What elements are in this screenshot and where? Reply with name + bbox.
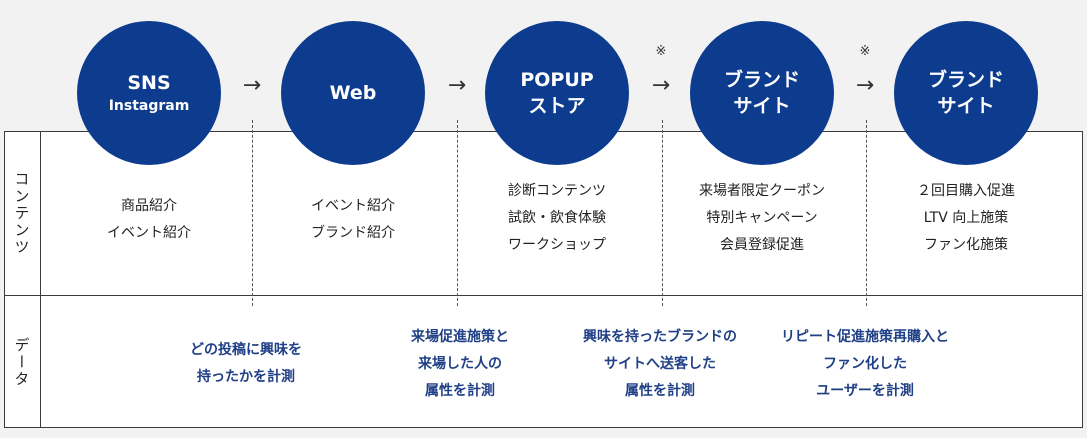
stage-divider	[662, 120, 663, 306]
node-brand-site-1: ブランド サイト	[690, 21, 834, 165]
data-cell-4: リピート促進施策再購入と ファン化した ユーザーを計測	[760, 324, 970, 405]
node-popup-store: POPUP ストア	[485, 21, 629, 165]
label-column-separator	[40, 131, 41, 428]
data-line: ファン化した	[823, 356, 907, 372]
data-line: 属性を計測	[625, 383, 695, 399]
content-line: イベント紹介	[107, 225, 191, 241]
content-line: 商品紹介	[121, 198, 177, 214]
arrow-right-icon: →	[447, 73, 467, 98]
content-line: イベント紹介	[311, 198, 395, 214]
arrow-right-icon: →	[651, 73, 671, 98]
content-cell-web: イベント紹介 ブランド紹介	[258, 193, 448, 247]
content-line: 診断コンテンツ	[508, 183, 606, 199]
note-mark: ※	[655, 44, 667, 59]
content-line: ２回目購入促進	[917, 183, 1015, 199]
data-line: 来場した人の	[418, 356, 502, 372]
arrow-right-icon: →	[855, 73, 875, 98]
row-separator	[4, 295, 1083, 296]
node-title: ブランド	[927, 69, 1004, 91]
arrow-right-icon: →	[242, 73, 262, 98]
content-line: LTV 向上施策	[923, 210, 1009, 226]
content-line: ブランド紹介	[311, 225, 395, 241]
node-subtitle: サイト	[733, 95, 791, 117]
content-cell-brand-1: 来場者限定クーポン 特別キャンペーン 会員登録促進	[667, 178, 857, 259]
content-cell-popup: 診断コンテンツ 試飲・飲食体験 ワークショップ	[462, 178, 652, 259]
node-web: Web	[281, 21, 425, 165]
data-cell-3: 興味を持ったブランドの サイトへ送客した 属性を計測	[560, 324, 760, 405]
data-cell-2: 来場促進施策と 来場した人の 属性を計測	[365, 324, 555, 405]
stage-divider	[252, 120, 253, 306]
content-line: ファン化施策	[924, 237, 1008, 253]
stage-divider	[457, 120, 458, 306]
content-line: ワークショップ	[508, 237, 606, 253]
note-mark: ※	[859, 44, 871, 59]
data-line: どの投稿に興味を	[190, 342, 302, 358]
data-line: 属性を計測	[425, 383, 495, 399]
data-line: サイトへ送客した	[604, 356, 716, 372]
node-subtitle: サイト	[937, 95, 995, 117]
row-label-data: データ	[12, 336, 31, 388]
node-sns: SNS Instagram	[77, 21, 221, 165]
stage-divider	[866, 120, 867, 306]
data-line: 持ったかを計測	[197, 369, 295, 385]
node-title: ブランド	[723, 69, 800, 91]
node-brand-site-2: ブランド サイト	[894, 21, 1038, 165]
node-subtitle: ストア	[528, 95, 586, 117]
table-frame	[4, 131, 1083, 428]
data-line: ユーザーを計測	[816, 383, 914, 399]
data-line: リピート促進施策再購入と	[781, 329, 949, 345]
node-title: SNS	[127, 72, 171, 94]
content-line: 来場者限定クーポン	[699, 183, 825, 199]
content-cell-brand-2: ２回目購入促進 LTV 向上施策 ファン化施策	[871, 178, 1061, 259]
data-line: 来場促進施策と	[411, 329, 509, 345]
content-line: 会員登録促進	[720, 237, 804, 253]
node-title: Web	[329, 82, 377, 104]
node-title: POPUP	[520, 69, 594, 91]
content-cell-sns: 商品紹介 イベント紹介	[54, 193, 244, 247]
content-line: 試飲・飲食体験	[508, 210, 606, 226]
data-cell-1: どの投稿に興味を 持ったかを計測	[151, 337, 341, 391]
data-line: 興味を持ったブランドの	[583, 329, 737, 345]
node-subtitle: Instagram	[108, 98, 190, 114]
row-label-content: コンテンツ	[12, 170, 31, 256]
content-line: 特別キャンペーン	[706, 210, 818, 226]
